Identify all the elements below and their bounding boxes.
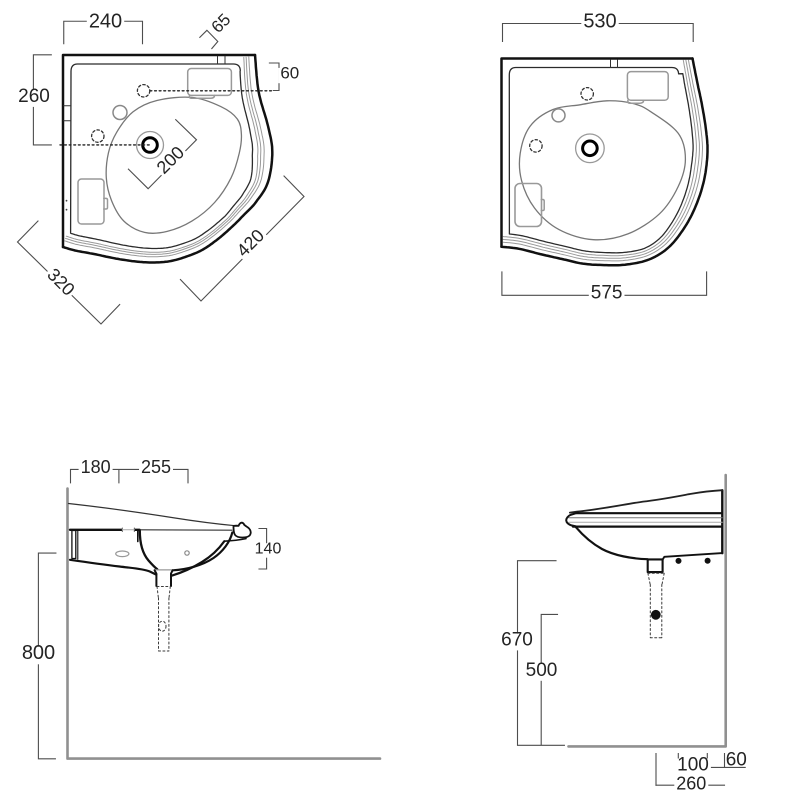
svg-text:575: 575 (591, 283, 623, 304)
svg-text:260: 260 (676, 774, 706, 794)
svg-text:180: 180 (81, 457, 111, 477)
svg-text:530: 530 (583, 11, 616, 33)
svg-text:60: 60 (726, 749, 747, 770)
svg-text:260: 260 (18, 86, 50, 107)
svg-text:60: 60 (280, 64, 299, 83)
svg-text:255: 255 (141, 457, 171, 477)
svg-text:500: 500 (526, 660, 558, 681)
svg-text:100: 100 (677, 754, 709, 775)
svg-text:140: 140 (255, 540, 282, 557)
svg-text:240: 240 (89, 10, 122, 32)
svg-text:800: 800 (22, 642, 55, 664)
svg-text:670: 670 (501, 629, 533, 650)
